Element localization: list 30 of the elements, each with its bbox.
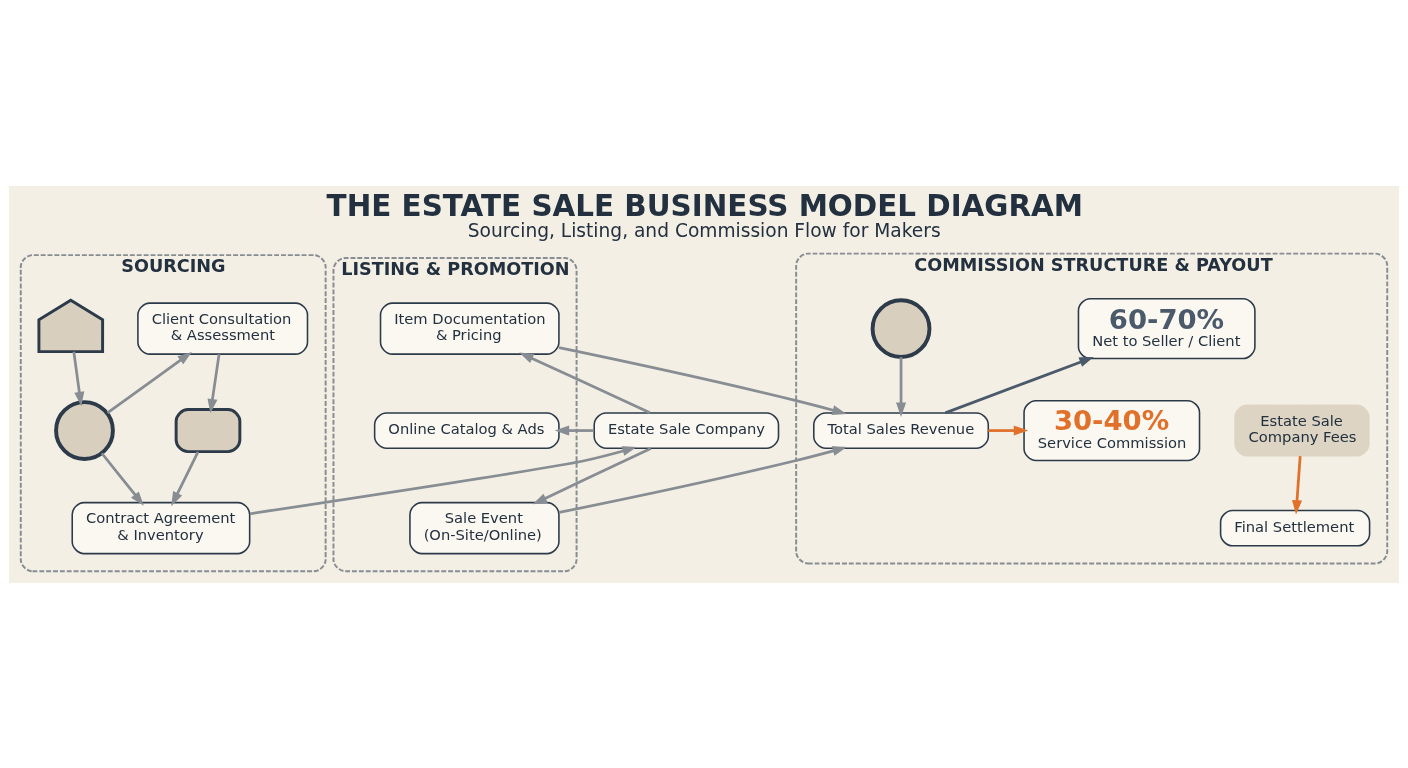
node-circle — [870, 297, 932, 359]
node-box: Estate Sale Company Fees — [1234, 404, 1370, 457]
node-box: Contract Agreement & Inventory — [71, 501, 251, 554]
arrow — [944, 356, 1094, 414]
arrow — [207, 353, 221, 413]
arrow — [72, 351, 85, 406]
node-box: Estate Sale Company — [593, 411, 780, 449]
node-box: Total Sales Revenue — [813, 411, 990, 449]
node-house — [37, 297, 105, 353]
arrow — [558, 445, 847, 514]
node-circle — [54, 399, 115, 461]
arrow — [249, 445, 637, 515]
arrow — [100, 451, 144, 506]
node-box: Online Catalog & Ads — [373, 411, 560, 449]
arrow — [106, 351, 192, 414]
arrow — [554, 425, 595, 436]
arrow — [896, 356, 907, 417]
arrow — [519, 351, 651, 414]
arrow — [1292, 455, 1303, 515]
node-box: Final Settlement — [1219, 509, 1371, 547]
node-box: 30-40% Service Commission — [1023, 399, 1201, 461]
node-box: 60-70% Net to Seller / Client — [1077, 297, 1256, 359]
arrow — [171, 450, 200, 506]
node-box — [174, 407, 242, 453]
arrow — [532, 446, 652, 504]
arrow — [988, 425, 1029, 436]
node-box: Item Documentation & Pricing — [379, 301, 560, 355]
arrow — [558, 345, 847, 415]
node-box: Client Consultation & Assessment — [137, 301, 309, 355]
node-box: Sale Event (On-Site/Online) — [409, 501, 560, 554]
